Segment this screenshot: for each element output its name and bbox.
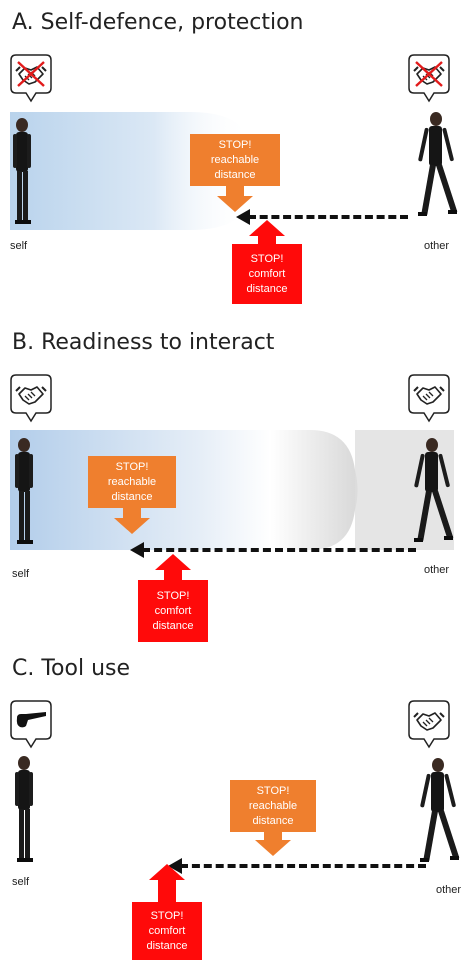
other-person: [417, 110, 460, 225]
other-person: [419, 756, 462, 871]
callout-stop: STOP!: [256, 784, 290, 797]
reachable-distance-callout: STOP! reachable distance: [88, 456, 176, 534]
handshake-icon: [408, 372, 450, 422]
handshake-icon: [408, 698, 450, 748]
comfort-distance-callout: STOP! comfort distance: [232, 220, 302, 304]
approach-arrowhead: [130, 542, 144, 558]
panel-title: B. Readiness to interact: [12, 330, 275, 355]
callout-line: reachable: [210, 153, 260, 166]
self-person: [12, 436, 36, 551]
callout-line: distance: [252, 814, 294, 827]
callout-line: distance: [214, 168, 256, 181]
approach-arrow-line: [142, 548, 416, 552]
callout-line: comfort: [154, 604, 192, 617]
callout-line: distance: [152, 619, 194, 632]
self-label: self: [12, 876, 30, 888]
callout-line: comfort: [248, 267, 286, 280]
self-label: self: [12, 568, 30, 580]
self-person: [10, 116, 34, 231]
approach-arrow-line: [248, 215, 408, 219]
other-person: [413, 436, 456, 551]
other-label: other: [424, 240, 450, 252]
crossed-handshake-icon: [10, 52, 52, 102]
comfort-distance-callout: STOP! comfort distance: [138, 554, 208, 642]
other-label: other: [436, 884, 462, 896]
comfort-distance-callout: STOP! comfort distance: [132, 864, 202, 960]
self-person: [12, 754, 36, 869]
handshake-icon: [10, 372, 52, 422]
panel-title: C. Tool use: [12, 656, 131, 681]
crossed-handshake-icon: [408, 52, 450, 102]
callout-line: reachable: [248, 799, 298, 812]
reachable-distance-callout: STOP! reachable distance: [190, 134, 280, 212]
callout-stop: STOP!: [150, 909, 184, 922]
callout-stop: STOP!: [218, 138, 252, 151]
panel-a: A. Self-defence, protection self other S…: [0, 0, 464, 322]
panel-b: B. Readiness to interact self other STOP…: [0, 320, 464, 650]
callout-stop: STOP!: [115, 460, 149, 473]
callout-line: distance: [111, 490, 153, 503]
approach-arrowhead: [236, 209, 250, 225]
other-label: other: [424, 564, 450, 576]
callout-stop: STOP!: [250, 252, 284, 265]
tool-icon: [10, 698, 52, 748]
callout-line: comfort: [148, 924, 186, 937]
panel-c: C. Tool use self other STOP! reachable d…: [0, 646, 464, 964]
callout-line: distance: [146, 939, 188, 952]
reachable-distance-callout: STOP! reachable distance: [230, 780, 316, 856]
callout-line: distance: [246, 282, 288, 295]
callout-stop: STOP!: [156, 589, 190, 602]
interaction-space-zone: [10, 430, 454, 550]
callout-line: reachable: [107, 475, 157, 488]
panel-title: A. Self-defence, protection: [12, 10, 304, 35]
approach-arrow-line: [180, 864, 426, 868]
self-label: self: [10, 240, 28, 252]
